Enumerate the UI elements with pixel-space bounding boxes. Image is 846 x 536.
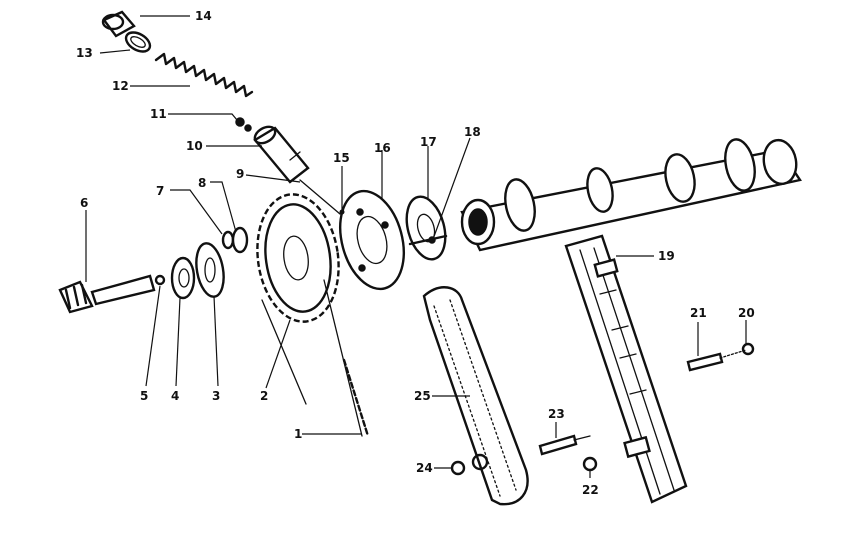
thrust-washer-drawing bbox=[405, 195, 447, 261]
washer-20-drawing bbox=[741, 342, 755, 356]
tensioner-piston-drawing bbox=[253, 125, 310, 184]
callout-8: 8 bbox=[198, 176, 206, 190]
callout-5: 5 bbox=[140, 389, 148, 403]
spring-end-drawing bbox=[235, 117, 252, 132]
callout-13: 13 bbox=[76, 46, 93, 60]
washer-22-drawing bbox=[582, 456, 598, 472]
callout-23: 23 bbox=[548, 407, 565, 421]
tensioner-plug-drawing bbox=[101, 10, 136, 38]
callout-2: 2 bbox=[260, 389, 268, 403]
callout-4: 4 bbox=[171, 389, 179, 403]
callout-17: 17 bbox=[420, 135, 437, 149]
callout-20: 20 bbox=[738, 306, 755, 320]
callout-19: 19 bbox=[658, 249, 675, 263]
callout-24: 24 bbox=[416, 461, 433, 475]
callout-14: 14 bbox=[195, 9, 212, 23]
callout-3: 3 bbox=[212, 389, 220, 403]
key-drawing bbox=[221, 230, 235, 250]
callout-16: 16 bbox=[374, 141, 391, 155]
callout-22: 22 bbox=[582, 483, 599, 497]
callout-1: 1 bbox=[294, 427, 302, 441]
callout-12: 12 bbox=[112, 79, 129, 93]
callout-11: 11 bbox=[150, 107, 167, 121]
tensioner-spring-drawing bbox=[154, 52, 254, 98]
piston-rod-drawing bbox=[299, 179, 341, 215]
timing-chain-drawing bbox=[261, 279, 370, 438]
callout-7: 7 bbox=[156, 184, 164, 198]
spacer-ring-drawing bbox=[195, 242, 225, 298]
callout-9: 9 bbox=[236, 167, 244, 181]
callout-21: 21 bbox=[690, 306, 707, 320]
callout-10: 10 bbox=[186, 139, 203, 153]
guide-rail-drawing bbox=[564, 234, 688, 504]
callout-6: 6 bbox=[80, 196, 88, 210]
camshaft-drawing bbox=[460, 138, 802, 252]
bearing-drawing bbox=[170, 256, 196, 300]
camshaft-flange-drawing bbox=[339, 189, 405, 291]
callout-15: 15 bbox=[333, 151, 350, 165]
drive-gear-shaft-drawing bbox=[58, 274, 156, 314]
tensioner-rail-drawing bbox=[422, 286, 529, 506]
circlip-drawing bbox=[154, 274, 166, 286]
callout-18: 18 bbox=[464, 125, 481, 139]
callout-25: 25 bbox=[414, 389, 431, 403]
bolt-23-drawing bbox=[538, 434, 591, 456]
washer-drawing bbox=[231, 226, 249, 254]
bolt-21-drawing bbox=[686, 349, 747, 372]
sprocket-drawing bbox=[256, 193, 340, 323]
sealing-ring-drawing bbox=[124, 31, 152, 53]
